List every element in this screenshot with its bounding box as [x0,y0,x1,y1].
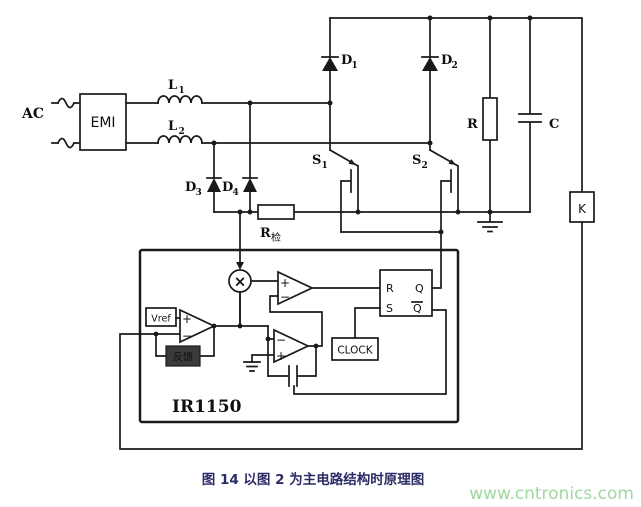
d4-label: D [222,180,233,195]
minus-sign: − [182,329,192,343]
comparator-opamp: + − [250,270,381,306]
clock-block: CLOCK [331,307,381,361]
d3-sub: 3 [196,188,202,198]
d1-label: D [341,53,352,68]
load-resistor: R [467,17,498,213]
diode-d1: D 1 [321,17,358,151]
coil-icon [157,95,203,104]
diode-d2: D 2 [421,17,458,151]
switch-s2: S 2 [412,148,460,233]
plus-sign: + [182,312,192,326]
l1-sub: 1 [179,86,185,96]
emi-filter: EMI [79,93,127,151]
d1-sub: 1 [352,61,358,71]
d4-sub: 4 [233,188,239,198]
diode-d4: D 4 [222,102,258,213]
s1-sub: 1 [322,161,328,171]
watermark-text: www.cntronics.com [469,484,634,504]
coil-icon [157,135,203,144]
diode-icon [207,178,221,192]
r-label: R [467,117,478,132]
d3-label: D [185,180,196,195]
arrow-down-icon [236,262,244,270]
minus-sign: − [276,333,286,347]
mosfet-arrow-icon [448,159,456,165]
l2-label: L [168,119,177,134]
reset-line [293,309,447,395]
sense-resistor: R 检 [236,204,295,270]
ac-sine-icon [56,137,76,149]
controller-box: IR1150 [138,248,460,424]
plus-sign: + [276,349,286,363]
figure-caption: 图 14 以图 2 为主电路结构时原理图 [202,471,424,488]
latch-qbar-pin: Q [413,302,422,315]
ac-label: AC [21,106,44,122]
diode-d3: D 3 [185,142,222,213]
latch-s-pin: S [386,302,393,315]
emi-label: EMI [90,115,115,131]
diode-icon [243,178,257,192]
inductor-l1: L 1 [125,78,331,104]
feedback-comp-box [165,345,201,367]
inductor-l2: L 2 [125,119,431,144]
vref-label: Vref [151,314,171,325]
feedback-label: 反馈 [173,351,193,364]
minus-sign: − [280,290,290,304]
clock-label: CLOCK [337,345,373,357]
diode-icon [322,57,338,71]
d2-sub: 2 [452,61,458,71]
chip-label: IR1150 [172,397,242,417]
rs-latch: R S Q Q [379,269,433,317]
junction-dots [153,15,533,349]
s2-label: S [412,153,421,168]
l2-sub: 2 [179,127,185,137]
ac-source: AC [21,97,81,149]
integrator-opamp: − + [243,295,323,387]
dc-bus [329,17,583,193]
l1-label: L [168,78,177,93]
multiplier-symbol: × [234,273,247,291]
error-amp: Vref + − 反馈 [145,291,269,367]
s2-sub: 2 [422,161,428,171]
ac-sine-icon [56,97,76,109]
ground-symbol [477,211,503,233]
k-label: K [578,202,587,216]
latch-r-pin: R [386,282,394,295]
integrator-cap-icon [267,345,317,387]
plus-sign: + [280,276,290,290]
rsense-sub: 检 [271,231,281,244]
rsense-label: R [260,226,271,241]
s1-label: S [312,153,321,168]
bulk-capacitor: C [518,17,559,213]
relay-k: K [569,191,595,223]
diode-icon [422,57,438,71]
c-label: C [549,117,559,132]
multiplier: × [228,269,252,327]
mosfet-arrow-icon [348,159,356,165]
switch-s1: S 1 [312,148,360,233]
d2-label: D [441,53,452,68]
latch-q-pin: Q [415,282,424,295]
